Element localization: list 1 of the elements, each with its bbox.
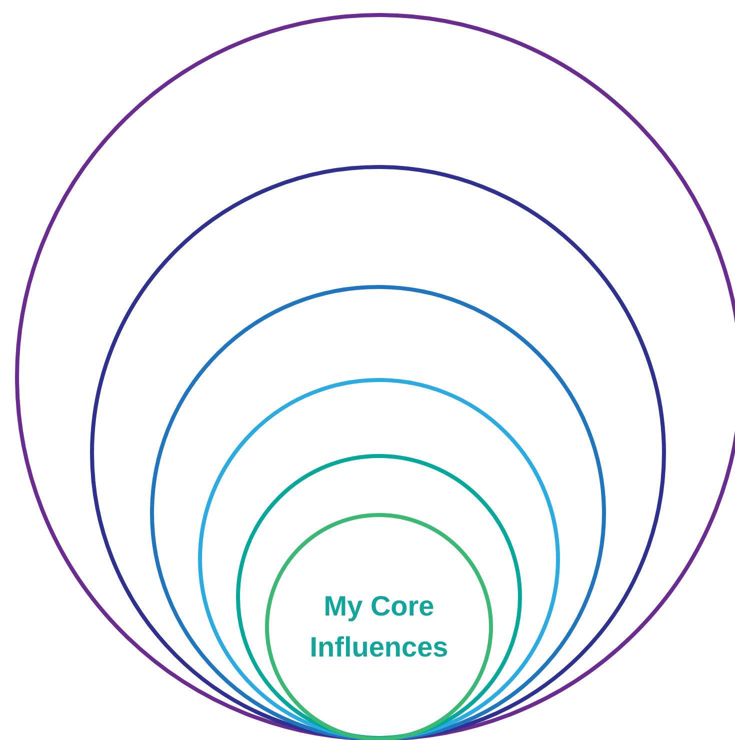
core-label: My Core Influences xyxy=(308,589,450,664)
